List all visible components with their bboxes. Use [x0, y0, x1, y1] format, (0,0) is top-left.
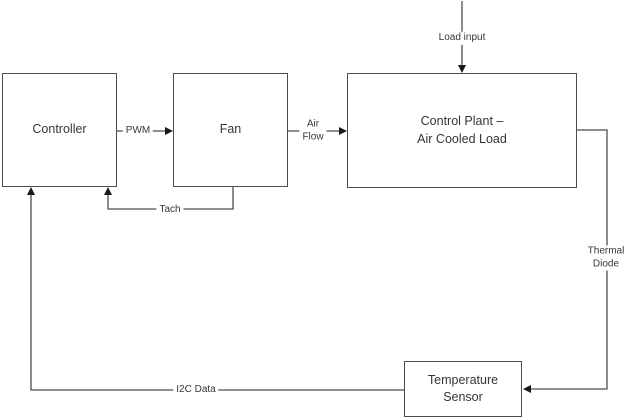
load-input-arrowhead [458, 65, 466, 73]
pwm-label: PWM [122, 124, 154, 138]
i2c-data-label: I2C Data [173, 383, 219, 397]
temperature-sensor-block: Temperature Sensor [404, 361, 522, 417]
i2c-data-line [30, 194, 404, 391]
control-plant-label: Control Plant – Air Cooled Load [417, 114, 507, 146]
thermal-diode-arrowhead [523, 385, 531, 393]
air-flow-arrowhead [339, 127, 347, 135]
control-plant-block: Control Plant – Air Cooled Load [347, 73, 577, 188]
controller-block: Controller [2, 73, 117, 187]
fan-block: Fan [173, 73, 288, 187]
fan-label: Fan [219, 122, 242, 137]
temperature-sensor-label: Temperature Sensor [427, 372, 499, 405]
load-input-label: Load input [435, 31, 489, 45]
controller-label: Controller [32, 122, 87, 137]
i2c-data-arrowhead [27, 187, 35, 195]
pwm-arrowhead [165, 127, 173, 135]
air-flow-label: Air Flow [299, 118, 327, 144]
tach-label: Tach [156, 203, 184, 217]
thermal-diode-label: Thermal Diode [584, 245, 628, 271]
tach-arrowhead [104, 187, 112, 195]
